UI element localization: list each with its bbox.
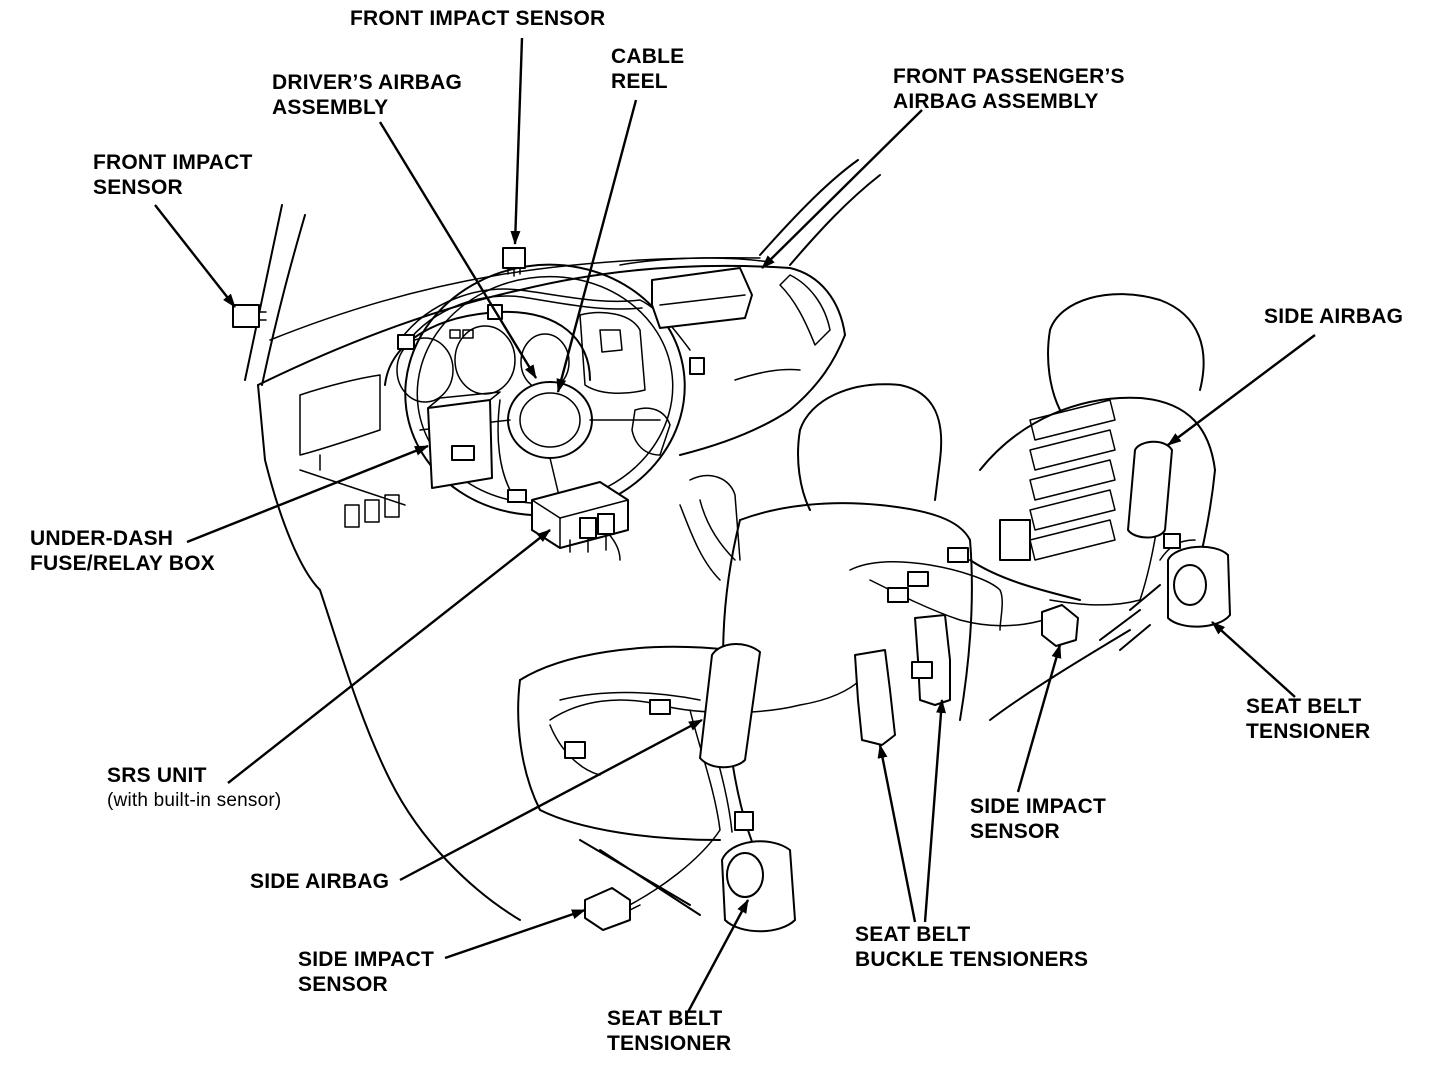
label-side-airbag-right: SIDE AIRBAG: [1264, 305, 1404, 328]
dashboard: [257, 264, 846, 591]
front-impact-sensor-left-part: [232, 304, 267, 328]
srs-unit-part: [531, 481, 629, 553]
leader-arrows: [154, 37, 1316, 1013]
label-side-airbag-left: SIDE AIRBAG: [250, 870, 390, 893]
connectors: [397, 304, 1031, 759]
center-console: [679, 474, 741, 581]
passenger-seat: [969, 293, 1216, 601]
front-impact-sensor-top-part: [502, 247, 526, 277]
side-impact-sensor-right-part: [1041, 604, 1079, 647]
seat-belt-tensioner-right-part: [1163, 533, 1231, 628]
passenger-airbag-part: [619, 257, 771, 329]
under-dash-fuse-box-part: [427, 391, 501, 489]
side-impact-sensor-left-part: [584, 887, 641, 931]
seat-belt-buckle-tensioner-parts: [854, 614, 951, 746]
side-airbag-right-part: [1127, 440, 1173, 539]
label-srs-unit-note: (with built-in sensor): [107, 790, 282, 811]
floor: [319, 584, 1161, 921]
side-airbag-left-part: [699, 643, 761, 769]
steering-wheel: [404, 263, 686, 517]
label-front-impact-sensor-top: FRONT IMPACT SENSOR: [350, 7, 606, 30]
windshield-frame: [244, 159, 881, 386]
label-srs-unit: SRS UNIT (with built-in sensor): [107, 764, 282, 811]
seat-belt-tensioner-bottom-part: [721, 811, 796, 933]
